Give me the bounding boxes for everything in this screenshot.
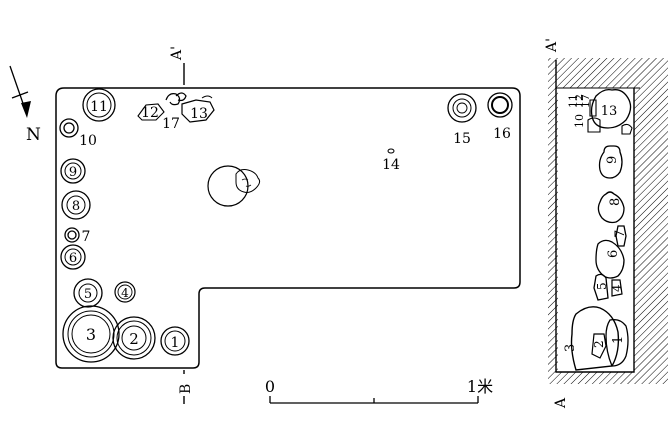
section-vessel-label: 17 <box>579 94 592 108</box>
plan-vessel-2: 2 <box>112 316 156 360</box>
north-arrow: N <box>9 65 41 145</box>
plan-vessel-10: 10 <box>59 118 97 149</box>
plan-vessel-label: 2 <box>129 330 139 348</box>
plan-vessel-6: 6 <box>60 244 86 270</box>
scale-bar: 0 1米 <box>265 377 493 404</box>
plan-vessel-label: 15 <box>453 131 471 147</box>
plan-vessel-label: 4 <box>121 286 129 300</box>
section-marker-b: B <box>178 370 194 404</box>
plan-vessel-label: 11 <box>90 99 108 115</box>
section-label-a-prime: A' <box>169 46 185 61</box>
section-vessel-label: 12 <box>573 94 586 108</box>
section-vessel-label: 6 <box>606 250 621 258</box>
plan-vessel-1: 1 <box>160 326 190 356</box>
plan-vessel-label: 6 <box>69 251 77 266</box>
section-vessel-label: 9 <box>605 156 620 164</box>
section-vessel-7: 7 <box>613 225 628 247</box>
section-vessel-label: 1 <box>611 336 626 344</box>
section-vessel-label: 10 <box>573 114 586 128</box>
section-earth-hatching <box>548 58 668 384</box>
section-label-b: B <box>178 384 194 394</box>
plan-vessel-15: 15 <box>447 93 477 147</box>
north-label: N <box>26 125 41 145</box>
section-vessel-label: 11 <box>567 94 580 108</box>
section-vessel-label: 5 <box>595 282 609 290</box>
section-vessel-6: 6 <box>595 239 625 279</box>
plan-vessel-7: 7 <box>64 227 91 245</box>
section-vessel-label: 13 <box>601 104 618 119</box>
section-vessel-13: 13 <box>590 88 632 129</box>
section-vessel-5: 5 <box>593 273 609 301</box>
plan-vessel-label: 14 <box>382 157 400 173</box>
plan-vessel-13: 13 <box>181 95 215 123</box>
plan-vessel-label: 5 <box>84 287 92 302</box>
tomb-outline <box>55 87 521 369</box>
section-side-bottom-label: A <box>553 397 569 409</box>
plan-vessel-label: 8 <box>72 199 80 214</box>
section-vessel-label: 7 <box>613 230 628 238</box>
plan-vessel-4: 4 <box>114 281 136 303</box>
plan-vessel-11: 11 <box>82 88 116 122</box>
plan-vessel-label: 17 <box>162 116 180 132</box>
section-vessel-label: 8 <box>608 198 623 206</box>
plan-vessel-8: 8 <box>61 190 91 220</box>
plan-vessel-label: 9 <box>69 165 77 180</box>
plan-vessel-label: 10 <box>79 133 97 149</box>
section-vessel-3: 3 <box>563 306 620 371</box>
plan-vessel-label: 12 <box>141 105 159 121</box>
section-vessel-label: 4 <box>610 284 624 292</box>
plan-vessel-3: 3 <box>62 305 120 363</box>
section-vessel-group-10-17: 10 11 12 17 <box>567 94 633 135</box>
section-vessel-label: 2 <box>592 340 606 348</box>
plan-vessel-label: 7 <box>82 229 91 245</box>
section-vessel-2: 2 <box>591 333 607 359</box>
section-marker-a-prime: A' <box>169 46 185 85</box>
section-vessel-8: 8 <box>597 191 625 224</box>
plan-vessel-17: 17 <box>162 92 187 132</box>
plan-vessel-14: 14 <box>382 148 400 173</box>
section-vessel-9: 9 <box>598 145 623 179</box>
plan-vessel-16: 16 <box>487 92 513 142</box>
section-vessel-1: 1 <box>605 318 629 367</box>
scale-start-label: 0 <box>265 377 275 396</box>
section-drawing: A' A 13 10 11 12 17 9 8 7 <box>544 38 668 409</box>
scale-end-label: 1米 <box>467 377 493 396</box>
section-vessel-label: 3 <box>563 344 578 352</box>
central-skull-remains <box>207 165 261 207</box>
plan-vessel-label: 16 <box>493 126 511 142</box>
plan-vessel-label: 1 <box>171 335 180 351</box>
section-side-top-label: A' <box>544 38 560 53</box>
section-vessel-4: 4 <box>610 279 624 297</box>
plan-vessel-12: 12 <box>137 103 165 121</box>
plan-vessel-5: 5 <box>73 278 103 308</box>
plan-vessel-label: 3 <box>86 325 96 344</box>
plan-vessel-label: 13 <box>190 106 208 122</box>
plan-vessel-9: 9 <box>60 158 86 184</box>
